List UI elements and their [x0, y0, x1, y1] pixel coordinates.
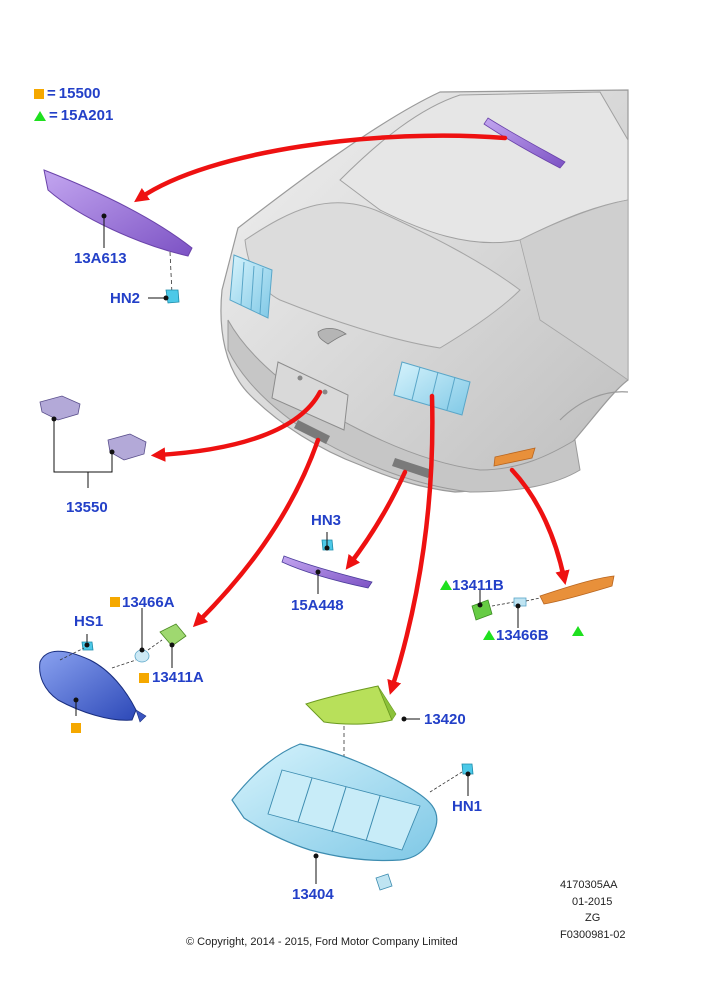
square-marker-13411A	[139, 673, 149, 683]
part-left-lamp-illustration	[39, 608, 187, 723]
square-marker-lamp	[71, 723, 81, 733]
legend-equals: =	[49, 107, 58, 124]
arrow-to-13A613	[134, 133, 508, 203]
doc-code: ZG	[585, 912, 601, 924]
legend-triangle-row: = 15A201	[34, 107, 113, 124]
label-13404: 13404	[292, 886, 334, 903]
label-13420: 13420	[424, 711, 466, 728]
legend-triangle-code: 15A201	[60, 107, 114, 124]
label-13466A: 13466A	[122, 594, 175, 611]
arrow-to-15A448	[345, 469, 408, 570]
doc-ref: 4170305AA	[560, 879, 618, 891]
label-13411B: 13411B	[452, 577, 504, 594]
arrow-to-13404-left	[192, 437, 321, 628]
legend-square-row: = 15500	[34, 85, 100, 102]
arrow-to-13550	[150, 389, 323, 462]
triangle-marker-side-marker	[572, 626, 584, 636]
square-marker-13466A	[110, 597, 120, 607]
label-15A448: 15A448	[291, 597, 344, 614]
label-13466B: 13466B	[496, 627, 549, 644]
legend-square-code: 15500	[58, 85, 101, 102]
label-hn3: HN3	[311, 512, 342, 529]
copyright-notice: © Copyright, 2014 - 2015, Ford Motor Com…	[186, 936, 458, 948]
doc-date: 01-2015	[572, 896, 613, 908]
vehicle-rear-illustration	[220, 89, 629, 493]
arrow-to-side-marker	[509, 467, 570, 586]
legend-triangle-icon	[34, 110, 46, 121]
label-13411A: 13411A	[152, 669, 204, 686]
label-hs1: HS1	[74, 613, 104, 630]
part-13404-illustration	[231, 743, 474, 891]
part-13550-illustration	[39, 395, 147, 488]
legend-equals: =	[47, 85, 56, 102]
label-hn1: HN1	[452, 798, 483, 815]
label-hn2: HN2	[110, 290, 141, 307]
figure-id: F0300981-02	[560, 929, 626, 941]
part-13420-illustration	[305, 685, 420, 764]
part-15A448-illustration	[281, 532, 373, 594]
part-side-marker-illustration	[471, 575, 615, 628]
part-13A613-illustration	[43, 169, 193, 304]
triangle-marker-13411B	[440, 580, 452, 590]
arrow-to-13420	[387, 393, 435, 695]
legend-square-icon	[34, 88, 44, 99]
triangle-marker-13466B	[483, 630, 495, 640]
label-13550: 13550	[66, 499, 108, 516]
callout-arrows	[134, 133, 570, 695]
label-13A613: 13A613	[74, 250, 127, 267]
